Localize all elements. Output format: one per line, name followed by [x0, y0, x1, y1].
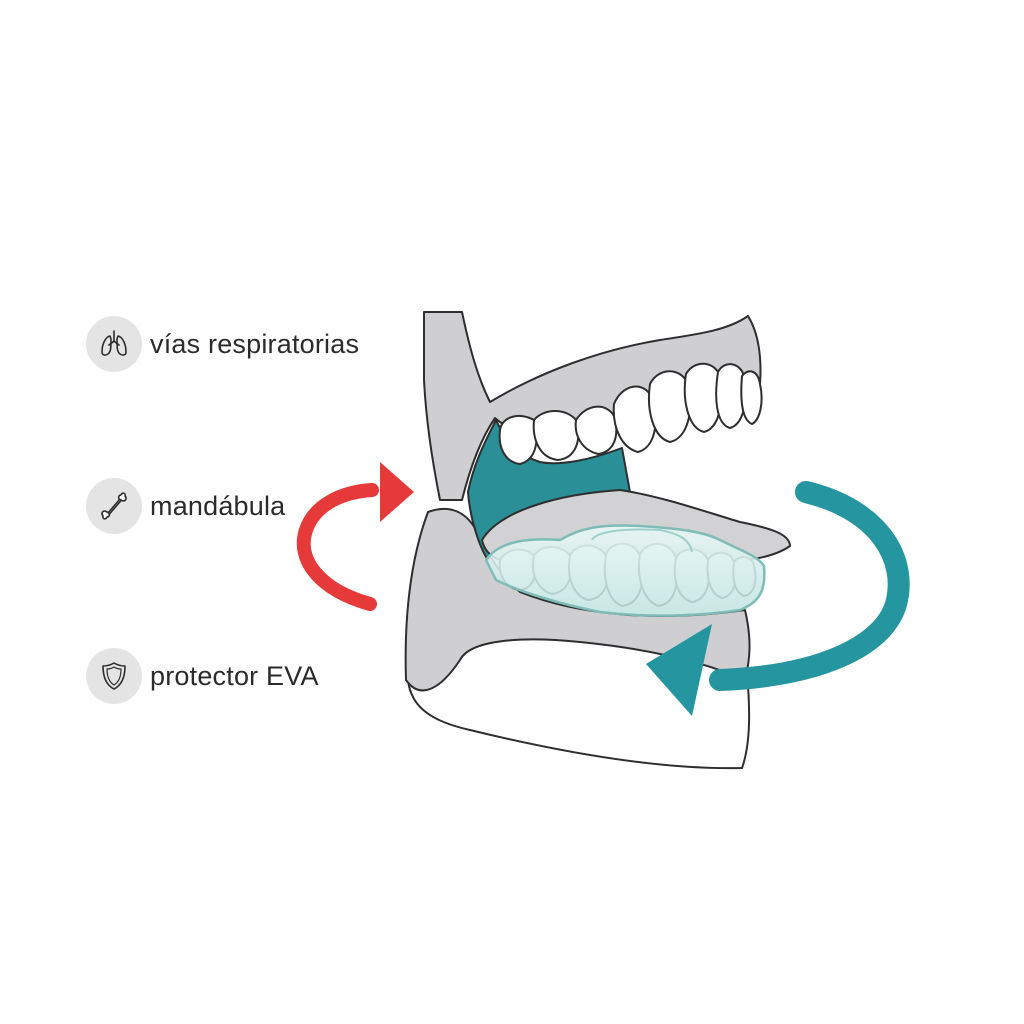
legend-label-jaw: mandábula: [150, 490, 286, 521]
legend-label-airways: vías respiratorias: [150, 328, 360, 359]
lungs-icon: [86, 316, 142, 372]
eva-guard-rim: [591, 528, 693, 553]
upper-teeth: [498, 362, 763, 465]
legend-item-airways: vías respiratorias: [86, 314, 359, 374]
legend-label-guard: protector EVA: [150, 660, 319, 691]
legend-item-guard: protector EVA: [86, 646, 319, 706]
bone-icon: [86, 478, 142, 534]
teal-arrow-curve: [709, 481, 910, 691]
red-arrow-curve: [296, 483, 379, 611]
eva-guard: [484, 524, 766, 617]
legend-item-jaw: mandábula: [86, 476, 285, 536]
red-arrow-head: [380, 462, 414, 522]
teal-arrow-head: [646, 624, 712, 716]
shield-icon: [86, 648, 142, 704]
legend: vías respiratorias mandábula protect: [0, 0, 400, 1024]
